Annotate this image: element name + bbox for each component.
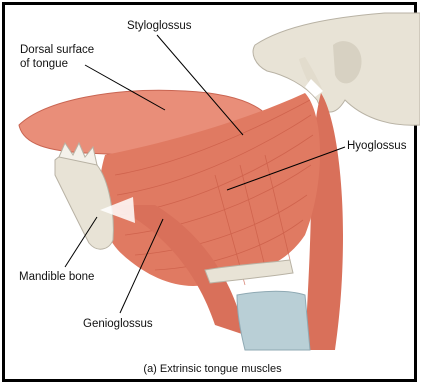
label-mandible-bone: Mandible bone <box>19 270 94 284</box>
larynx-cartilage <box>237 291 310 350</box>
figure-caption: (a) Extrinsic tongue muscles <box>5 363 420 375</box>
figure-frame: Styloglossus Dorsal surface of tongue Hy… <box>2 2 417 382</box>
label-genioglossus: Genioglossus <box>83 317 153 331</box>
label-dorsal-surface-line2: of tongue <box>20 57 68 71</box>
label-hyoglossus: Hyoglossus <box>347 139 406 153</box>
label-styloglossus: Styloglossus <box>127 19 192 33</box>
label-dorsal-surface-line1: Dorsal surface <box>20 43 94 57</box>
